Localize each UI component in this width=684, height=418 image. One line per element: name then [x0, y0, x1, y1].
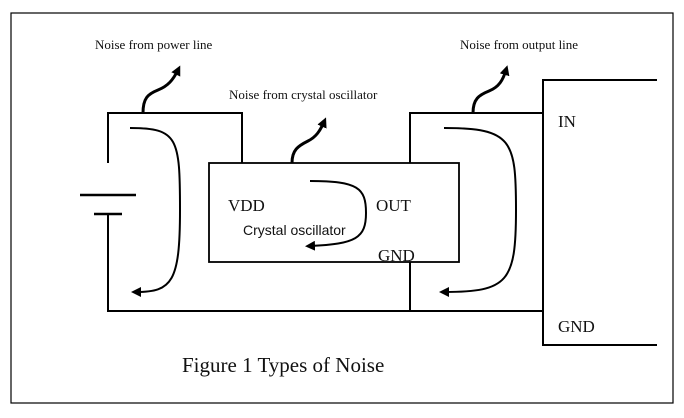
out-label: OUT	[376, 196, 412, 215]
receiving-device-box	[542, 79, 657, 346]
in-label: IN	[558, 112, 576, 131]
output-line-noise-arrow	[471, 65, 510, 114]
crystal-oscillator-box	[208, 162, 460, 263]
current-loop-arrows	[129, 127, 518, 297]
noise-emission-arrows	[141, 65, 510, 164]
crystal-noise-label: Noise from crystal oscillator	[229, 87, 378, 102]
figure-frame	[10, 12, 674, 404]
figure-caption: Figure 1 Types of Noise	[182, 353, 384, 377]
crystal-noise-arrow	[290, 117, 327, 164]
output-line-noise-label: Noise from output line	[460, 37, 578, 52]
power-line-noise-label: Noise from power line	[95, 37, 213, 52]
power-loop-arrow	[129, 127, 182, 297]
vdd-label: VDD	[228, 196, 265, 215]
battery-symbol	[80, 193, 136, 216]
crystal-oscillator-label: Crystal oscillator	[243, 222, 346, 238]
output-loop-arrow	[439, 127, 518, 297]
gnd-inner-label: GND	[378, 246, 415, 265]
circuit-wires	[107, 112, 543, 312]
gnd-right-label: GND	[558, 317, 595, 336]
power-line-noise-arrow	[141, 65, 181, 114]
oscillator-loop-arrow	[305, 180, 368, 251]
